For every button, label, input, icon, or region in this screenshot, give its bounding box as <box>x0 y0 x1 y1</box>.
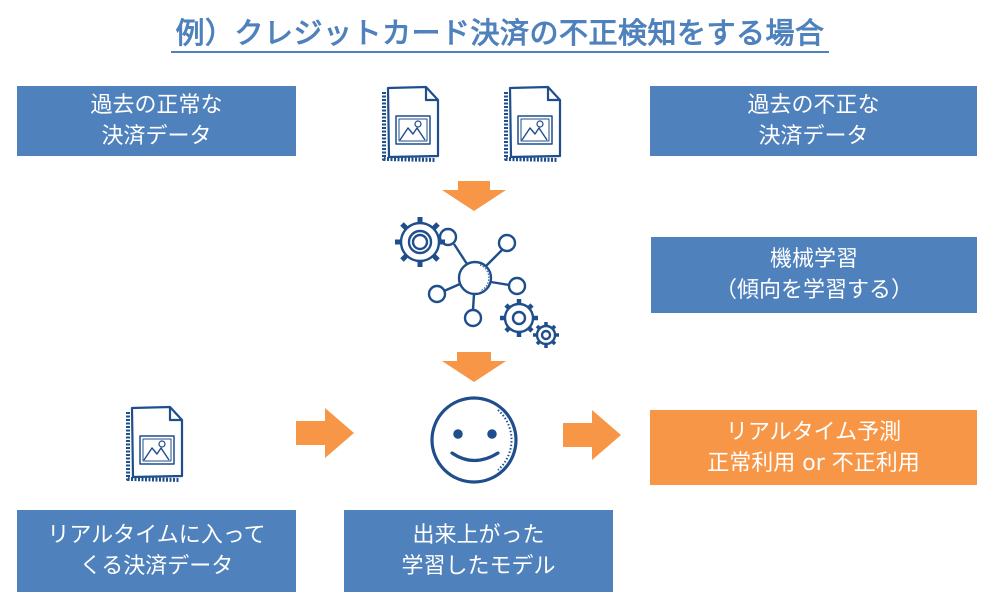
past-normal-data-box: 過去の正常な 決済データ <box>17 86 296 156</box>
down-arrow <box>442 181 506 211</box>
network-gears-icon <box>395 217 559 348</box>
realtime-input-data-box: リアルタイムに入って くる決済データ <box>17 510 296 592</box>
gear-icon <box>500 299 538 337</box>
down-arrow <box>442 352 506 382</box>
gear-icon <box>395 217 445 267</box>
realtime-prediction-box: リアルタイム予測 正常利用 or 不正利用 <box>650 410 977 485</box>
smiley-face-icon <box>430 396 518 484</box>
image-document-icon <box>504 85 562 162</box>
page-title-text: 例）クレジットカード決済の不正検知をする場合 <box>171 16 829 53</box>
past-fraud-data-box: 過去の不正な 決済データ <box>650 86 977 156</box>
right-arrow <box>296 408 354 458</box>
image-document-icon <box>382 85 440 162</box>
gear-icon <box>533 322 559 348</box>
image-document-icon <box>126 405 184 482</box>
right-arrow <box>563 410 621 460</box>
machine-learning-box: 機械学習 （傾向を学習する） <box>651 237 977 313</box>
page-title: 例）クレジットカード決済の不正検知をする場合 <box>0 10 1000 53</box>
trained-model-box: 出来上がった 学習したモデル <box>344 510 613 592</box>
